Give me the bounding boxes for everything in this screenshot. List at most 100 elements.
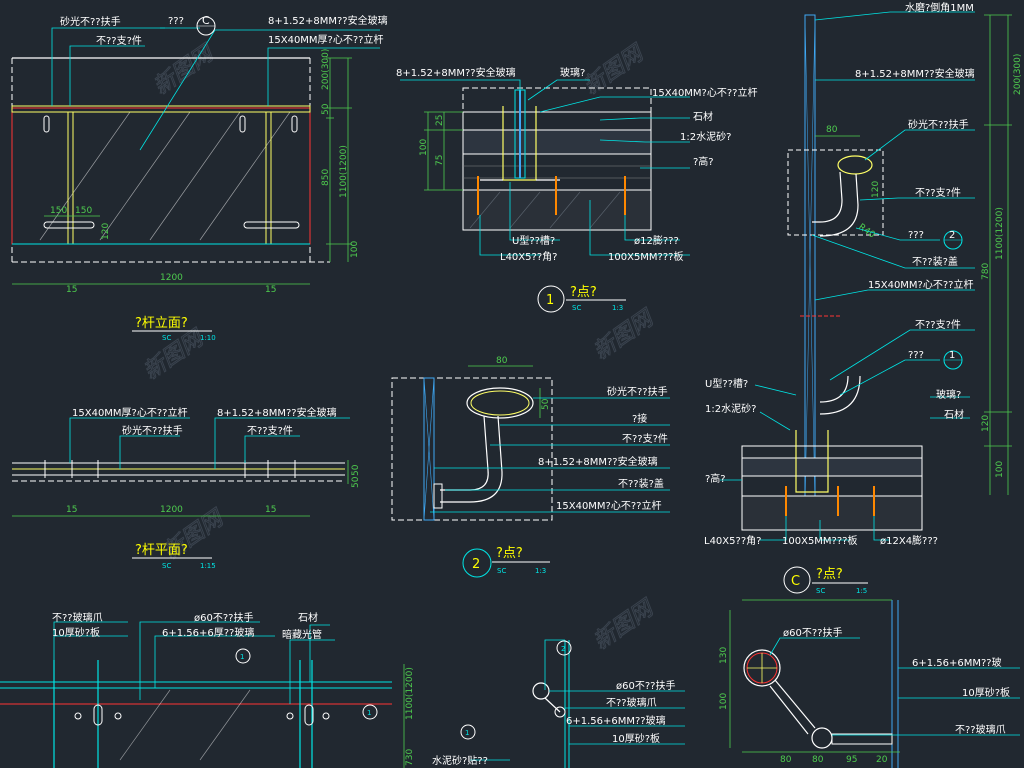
annotation-label: ?接	[632, 412, 647, 425]
watermark: 新图网	[589, 305, 660, 365]
dimension-label: 120	[101, 223, 111, 240]
annotation-label: 石材	[298, 611, 318, 624]
dimension-label: 15	[265, 285, 276, 295]
detail-callout-mark: 1	[465, 729, 469, 737]
annotation-label: 不??玻璃爪	[606, 696, 657, 709]
dimension-label: 200(300)	[321, 49, 331, 90]
dimension-label: 20	[876, 755, 888, 765]
dimension-label: 780	[981, 263, 991, 280]
annotation-label: 不??玻璃爪	[52, 611, 103, 624]
annotation-label: 6+1.56+6厚??玻璃	[162, 626, 254, 639]
dimension-label: 1100(1200)	[405, 667, 415, 720]
annotation-label: 砂光不??扶手	[607, 385, 668, 398]
scale-label: SC	[162, 334, 171, 342]
dimension-label: 15	[265, 505, 276, 515]
dimension-label: 80	[780, 755, 792, 765]
annotation-label: 10厚砂?板	[52, 626, 100, 639]
annotation-label: 10厚砂?板	[612, 732, 660, 745]
dimension-label: 130	[719, 647, 729, 664]
annotation-label: 不??支?件	[96, 35, 142, 47]
annotation-label: ø60不??扶手	[783, 626, 842, 639]
detail-callout-circle	[460, 724, 476, 740]
scale-label: 1:5	[856, 587, 867, 595]
dimension-label: R40	[856, 222, 876, 241]
scale-label: SC	[497, 567, 506, 575]
annotation-label: 不??装?盖	[618, 477, 664, 490]
railing-elevation-view: 200(300) 50 850 1100(1200) 100 150 150 1…	[11, 14, 388, 342]
drawing-title: ?点?	[570, 285, 597, 300]
annotation-label: U型??槽?	[705, 377, 748, 390]
dimension-label: 50	[321, 103, 331, 115]
detail-number: 1	[546, 293, 554, 308]
annotation-label: ø60不??扶手	[616, 679, 675, 692]
detail-number-circle	[537, 285, 565, 313]
annotation-label: 石材	[693, 110, 713, 123]
dimension-label: 50	[351, 464, 361, 476]
annotation-label: 砂光不??扶手	[60, 15, 121, 28]
railing-plan-view: 50 50 15 1200 15 15X40MM厚?心不??立杆 8+1.52+…	[12, 406, 361, 570]
dimension-label: 80	[812, 755, 824, 765]
detail-2-view: 80 50 砂光不??扶手 ?接 不??支?件 8+1.52+8MM??安全玻璃…	[391, 356, 670, 578]
annotation-label: 8+1.52+8MM??安全玻璃	[268, 14, 388, 27]
annotation-label: 水磨?倒角1MM	[905, 2, 974, 14]
dimension-label: 75	[435, 155, 445, 166]
detail-number-circle	[462, 548, 492, 578]
annotation-label: ???	[908, 350, 924, 361]
annotation-label: 玻璃?	[560, 66, 585, 79]
dimension-label: 50	[351, 476, 361, 488]
dimension-label: 120	[981, 415, 991, 432]
detail-callout-mark: 1	[949, 350, 955, 361]
detail-number: C	[791, 574, 800, 589]
dimension-label: 150	[75, 206, 92, 216]
dimension-label: 25	[435, 115, 445, 126]
dimension-label: 1200	[160, 505, 183, 515]
watermark: 新图网	[589, 595, 660, 655]
annotation-label: 10厚砂?板	[962, 686, 1010, 699]
scale-label: 1:15	[200, 562, 216, 570]
dimension-label: 15	[66, 505, 77, 515]
dimension-label: 100	[350, 241, 360, 258]
annotation-label: 6+1.56+6MM??玻	[912, 656, 1002, 669]
annotation-label: L40X5??角?	[500, 251, 557, 263]
watermark: 新图网	[149, 40, 220, 100]
annotation-label: 8+1.52+8MM??安全玻璃	[538, 455, 658, 468]
annotation-label: 1:2水泥砂?	[705, 402, 756, 415]
annotation-label: ?高?	[705, 472, 726, 485]
annotation-label: 15X40MM厚?心不??立杆	[72, 406, 187, 419]
dimension-label: 100	[419, 139, 429, 156]
dimension-label: 200(300)	[1013, 54, 1023, 95]
drawing-title: ?点?	[496, 546, 523, 561]
dimension-label: 100	[995, 461, 1005, 478]
dimension-label: 120	[871, 181, 881, 198]
scale-label: 1:3	[612, 304, 623, 312]
dimension-label: 1100(1200)	[995, 207, 1005, 260]
annotation-label: 水泥砂?贴??	[432, 754, 488, 767]
dimension-label: 730	[405, 749, 415, 766]
annotation-label: U型??槽?	[512, 234, 555, 247]
annotation-label: ???	[168, 16, 184, 27]
annotation-label: 1:2水泥砂?	[680, 130, 731, 143]
annotation-label: 15X40MM?心不??立杆	[652, 86, 757, 99]
annotation-label: 6+1.56+6MM??玻璃	[566, 714, 666, 727]
annotation-label: 不??玻璃爪	[955, 723, 1006, 736]
dimension-label: 95	[846, 755, 857, 765]
detail-callout-circle	[362, 704, 378, 720]
annotation-label: 8+1.52+8MM??安全玻璃	[217, 406, 337, 419]
annotation-label: ???	[908, 230, 924, 241]
dimension-label: 50	[541, 398, 551, 410]
annotation-label: 15X40MM厚?心不??立杆	[268, 33, 383, 46]
dimension-label: 1100(1200)	[339, 145, 349, 198]
annotation-label: 不??装?盖	[912, 255, 958, 268]
scale-label: SC	[162, 562, 171, 570]
dimension-label: 850	[321, 169, 331, 186]
annotation-label: 100X5MM???板	[782, 534, 857, 547]
detail-callout-circle	[235, 648, 251, 664]
detail-number: 2	[472, 557, 480, 572]
dimension-label: 150	[50, 206, 67, 216]
detail-callout-mark: 2	[561, 645, 565, 653]
annotation-label: 不??支?件	[915, 319, 961, 331]
detail-number-circle	[783, 566, 811, 594]
annotation-label: 100X5MM???板	[608, 250, 683, 263]
annotation-label: 玻璃?	[936, 388, 961, 401]
